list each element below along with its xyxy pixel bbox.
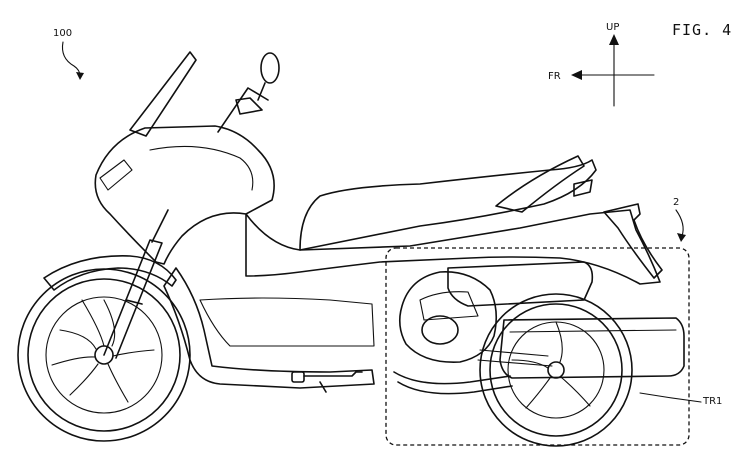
direction-indicator: UP FR (548, 22, 655, 107)
seat (299, 159, 597, 251)
front-arrowhead (571, 70, 582, 80)
exhaust-pipe-lower (397, 381, 513, 395)
up-label: UP (606, 22, 619, 33)
front-fork (103, 209, 169, 359)
crank-cover (421, 315, 459, 345)
headlight (99, 159, 133, 191)
rear-grab-rail (495, 155, 585, 213)
front-fender (43, 255, 177, 291)
rear-fender-tail (603, 203, 663, 279)
front-cowl (94, 125, 275, 265)
tail-light (573, 179, 593, 197)
exhaust-pipe (393, 371, 511, 385)
footrest-and-stand (291, 371, 363, 393)
windscreen (129, 51, 197, 137)
power-unit-dashed-boundary (385, 247, 690, 446)
front-wheel (17, 268, 191, 442)
vehicle-leader-arrowhead (76, 72, 84, 80)
swing-arm (477, 349, 553, 367)
transmission-case (499, 317, 685, 379)
part-reference-numeral: TR1 (702, 396, 722, 407)
front-label: FR (548, 71, 561, 82)
cowl-panel-line (149, 145, 254, 191)
floor-panel (199, 297, 375, 347)
vehicle-leader-line (61, 41, 81, 77)
vehicle-reference-numeral: 100 (53, 28, 72, 39)
unit-leader-arrowhead (677, 233, 686, 242)
cylinder-head (419, 291, 479, 321)
figure-label: FIG. 4 (672, 21, 732, 39)
transmission-case-seam (509, 329, 677, 333)
unit-reference-numeral: 2 (673, 197, 679, 208)
power-unit (393, 261, 685, 395)
part-leader-line (639, 392, 702, 403)
leg-shield (163, 267, 375, 389)
up-arrowhead (609, 34, 619, 45)
air-cleaner-box (447, 261, 594, 307)
handlebar-and-mirror (217, 52, 280, 133)
unit-leader-line (675, 209, 684, 237)
engine-block (398, 271, 498, 363)
body-panel (245, 209, 661, 285)
rear-wheel (479, 293, 633, 447)
